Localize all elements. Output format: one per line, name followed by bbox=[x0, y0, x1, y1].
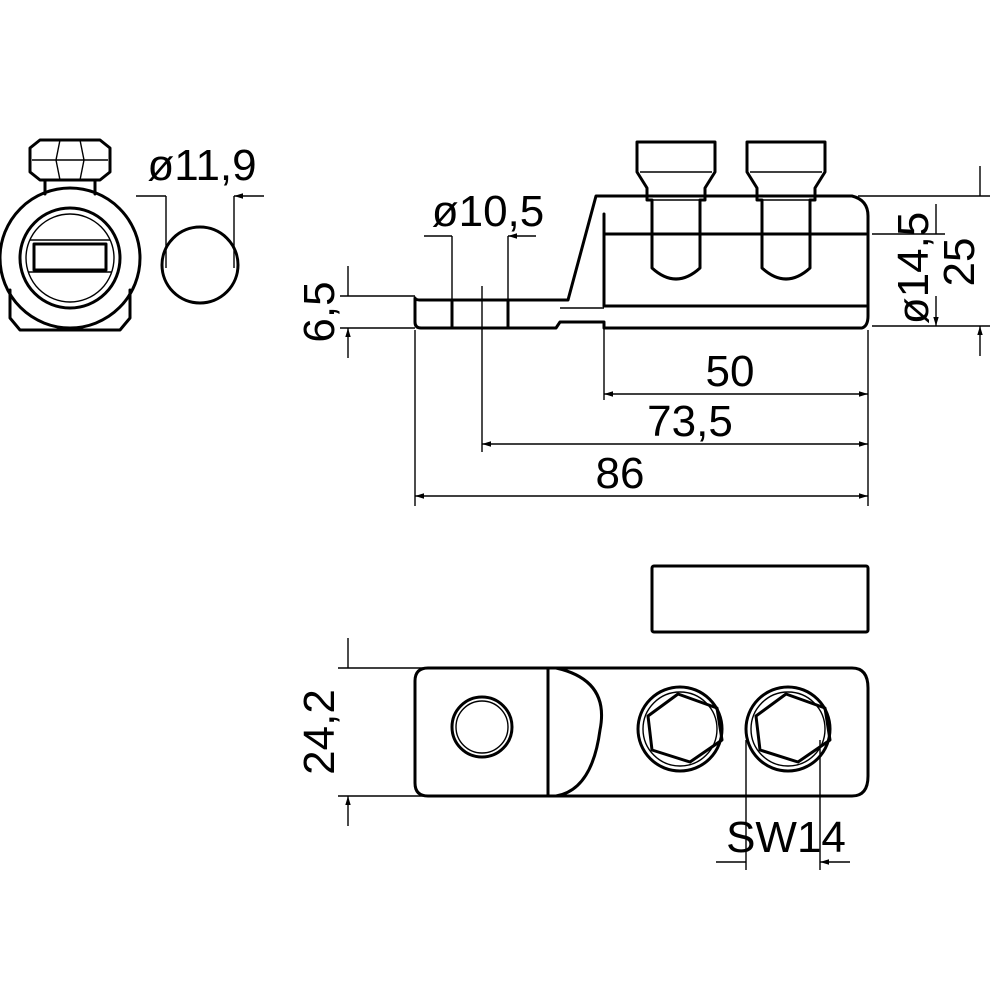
dim-wrench-size: SW14 bbox=[726, 813, 846, 862]
dim-bore-diameter: ø14,5 bbox=[889, 212, 938, 325]
top-view bbox=[413, 564, 870, 798]
dim-overall-height: 25 bbox=[935, 238, 984, 287]
dim-lug-thickness: 6,5 bbox=[295, 281, 344, 342]
dim-end-diameter: ø11,9 bbox=[147, 141, 256, 190]
dimension-labels: ø11,9 ø10,5 6,5 ø14,5 25 50 73,5 86 24,2… bbox=[147, 141, 984, 862]
dim-width: 24,2 bbox=[295, 689, 344, 775]
dim-overall-length: 86 bbox=[596, 449, 645, 498]
end-view bbox=[0, 138, 142, 332]
dimension-lines bbox=[136, 166, 990, 870]
side-view bbox=[413, 140, 870, 330]
round-end-view bbox=[160, 225, 240, 305]
dim-clamp-length: 50 bbox=[706, 347, 755, 396]
dim-hole-diameter: ø10,5 bbox=[432, 187, 545, 236]
dim-hole-to-end: 73,5 bbox=[647, 397, 733, 446]
